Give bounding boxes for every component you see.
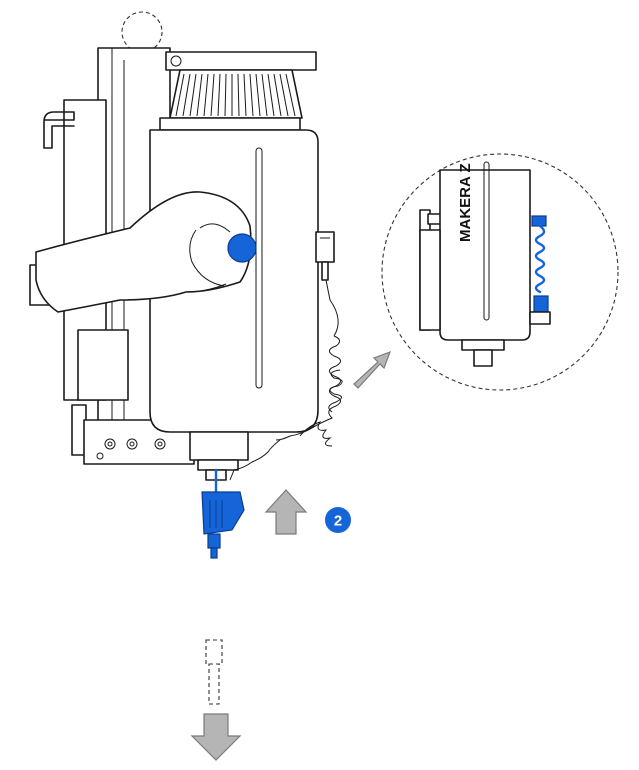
step-badge: 2 xyxy=(325,507,351,533)
push-up-arrow xyxy=(264,489,308,535)
detail-circle: MAKERA Z xyxy=(381,153,619,391)
step-number: 2 xyxy=(334,513,342,530)
brand-label: MAKERA Z xyxy=(457,163,474,242)
blue-probe xyxy=(201,468,245,559)
coiled-cable xyxy=(229,279,343,481)
probe-ghost xyxy=(205,639,223,705)
blue-button xyxy=(227,233,257,263)
callout-arrow xyxy=(353,350,392,389)
move-down-arrow xyxy=(190,713,242,761)
hand xyxy=(35,191,252,313)
spindle-motor-cap xyxy=(159,51,317,131)
spindle-housing xyxy=(149,129,335,481)
top-position-indicator xyxy=(121,11,163,53)
